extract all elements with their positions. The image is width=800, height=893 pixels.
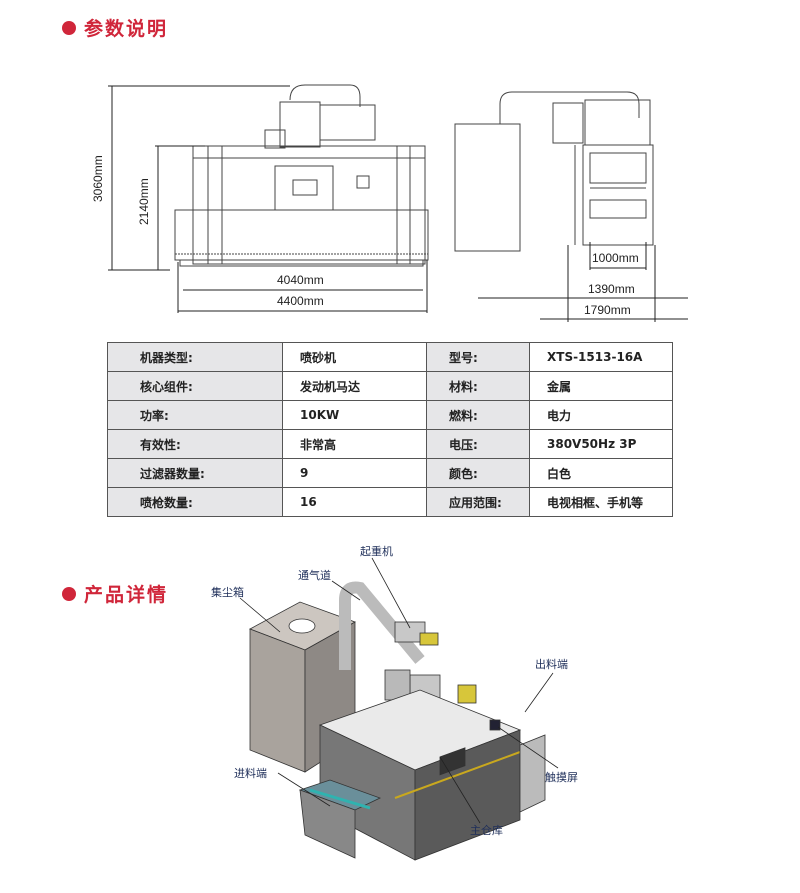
spec-value: 非常高 (282, 429, 427, 459)
spec-key: 功率: (107, 400, 283, 430)
table-row: 功率: 10KW 燃料: 电力 (107, 400, 673, 430)
spec-key: 电压: (426, 429, 530, 459)
callout-inlet: 进料端 (234, 767, 267, 780)
table-row: 核心组件: 发动机马达 材料: 金属 (107, 371, 673, 401)
table-row: 有效性: 非常高 电压: 380V50Hz 3P (107, 429, 673, 459)
spec-key: 核心组件: (107, 371, 283, 401)
callout-crane: 起重机 (360, 545, 393, 558)
dim-width-inner: 4040mm (277, 273, 324, 287)
section-title: 产品详情 (84, 584, 169, 606)
section-heading-product-details: 产品详情 (62, 580, 168, 607)
spec-key: 型号: (426, 342, 530, 372)
spec-key: 应用范围: (426, 487, 530, 517)
dim-side-inner: 1000mm (592, 251, 639, 265)
dim-width-total: 4400mm (277, 294, 324, 308)
technical-drawing (108, 84, 688, 322)
spec-value: 发动机马达 (282, 371, 427, 401)
bullet-dot-icon (62, 20, 76, 35)
bullet-dot-icon (62, 586, 76, 601)
callout-outlet: 出料端 (535, 658, 568, 671)
callout-touchscreen: 触摸屏 (545, 771, 578, 784)
table-row: 机器类型: 喷砂机 型号: XTS-1513-16A (107, 342, 673, 372)
dim-side-total: 1790mm (584, 303, 631, 317)
dim-height-total: 3060mm (91, 155, 105, 202)
spec-key: 材料: (426, 371, 530, 401)
callout-air-duct: 通气道 (298, 569, 331, 582)
section-heading-parameters: 参数说明 (62, 14, 168, 41)
spec-value: 电力 (529, 400, 673, 430)
spec-key: 颜色: (426, 458, 530, 488)
spec-value: 380V50Hz 3P (529, 429, 673, 459)
spec-value: 电视相框、手机等 (529, 487, 673, 517)
spec-value: 16 (282, 487, 427, 517)
spec-value: 10KW (282, 400, 427, 430)
side-view-drawing (454, 91, 654, 252)
spec-key: 过滤器数量: (107, 458, 283, 488)
table-row: 喷枪数量: 16 应用范围: 电视相框、手机等 (107, 487, 673, 517)
side-dimension-lines (478, 242, 688, 322)
section-title: 参数说明 (84, 18, 169, 40)
spec-value: 金属 (529, 371, 673, 401)
front-view-drawing (174, 84, 429, 267)
dim-height-body: 2140mm (137, 178, 151, 225)
spec-key: 有效性: (107, 429, 283, 459)
table-row: 过滤器数量: 9 颜色: 白色 (107, 458, 673, 488)
spec-table: 机器类型: 喷砂机 型号: XTS-1513-16A 核心组件: 发动机马达 材… (107, 342, 673, 517)
spec-key: 机器类型: (107, 342, 283, 372)
spec-key: 燃料: (426, 400, 530, 430)
spec-key: 喷枪数量: (107, 487, 283, 517)
spec-value: 白色 (529, 458, 673, 488)
spec-value: XTS-1513-16A (529, 342, 673, 372)
front-dimension-lines (108, 85, 428, 313)
dim-side-mid: 1390mm (588, 282, 635, 296)
spec-value: 9 (282, 458, 427, 488)
callout-main-chamber: 主仓库 (470, 824, 503, 837)
spec-value: 喷砂机 (282, 342, 427, 372)
product-illustration (239, 557, 559, 861)
callout-dust-box: 集尘箱 (211, 586, 244, 599)
